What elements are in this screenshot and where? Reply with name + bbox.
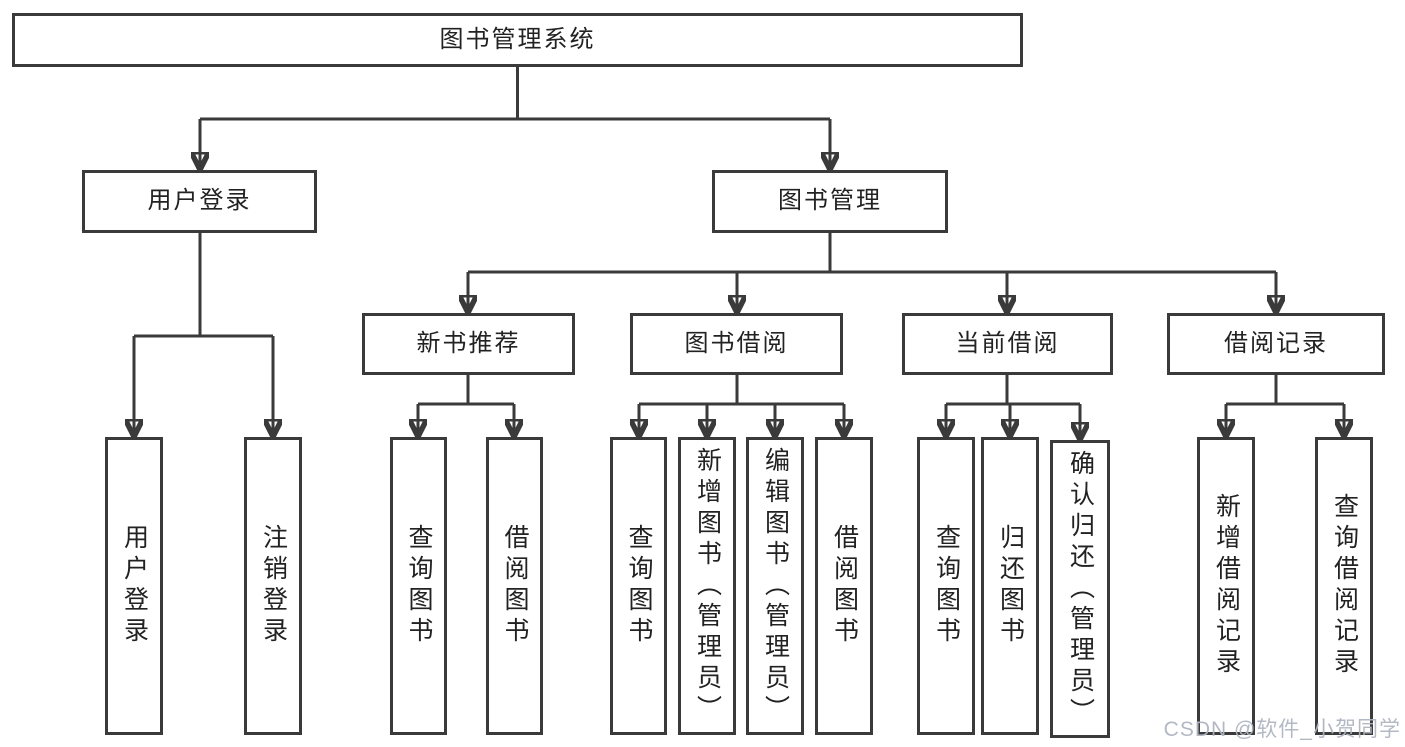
node-label: 借阅图书	[830, 524, 859, 648]
node-borrow-records: 借阅记录	[1167, 313, 1385, 375]
node-label: 当前借阅	[955, 329, 1060, 357]
node-book-borrow: 图书借阅	[630, 313, 843, 375]
leaf-add-book-admin: 新增图书（管理员）	[678, 437, 736, 735]
node-label: 注销登录	[259, 524, 288, 648]
edges-book-management	[468, 233, 1276, 311]
node-label: 用户登录	[147, 187, 252, 215]
node-label: 查询图书	[625, 524, 653, 648]
leaf-query-borrow-record: 查询借阅记录	[1315, 437, 1373, 735]
leaf-query-books-borrow: 查询图书	[610, 437, 667, 735]
node-label: 确认归还（管理员）	[1066, 449, 1095, 729]
leaf-query-books-recommend: 查询图书	[390, 437, 447, 735]
node-label: 借阅图书	[501, 524, 529, 648]
node-label: 图书管理系统	[439, 25, 596, 53]
leaf-edit-book-admin: 编辑图书（管理员）	[746, 437, 804, 735]
node-label: 新增图书（管理员）	[693, 446, 722, 726]
node-label: 图书借阅	[684, 329, 789, 357]
leaf-add-borrow-record: 新增借阅记录	[1197, 437, 1255, 735]
node-label: 查询借阅记录	[1330, 493, 1359, 679]
leaf-return-books: 归还图书	[981, 437, 1039, 735]
node-current-borrow: 当前借阅	[902, 313, 1113, 375]
node-label: 图书管理	[778, 187, 882, 215]
leaf-user-login: 用户登录	[105, 437, 163, 735]
node-library-system: 图书管理系统	[12, 13, 1023, 67]
node-label: 归还图书	[996, 524, 1025, 648]
edges-user-login-group	[134, 233, 273, 435]
leaf-confirm-return-admin: 确认归还（管理员）	[1050, 440, 1110, 738]
edges-new-book-recommend	[418, 375, 514, 435]
leaf-query-books-current: 查询图书	[917, 437, 975, 735]
edges-book-borrow	[639, 375, 844, 435]
node-label: 用户登录	[120, 524, 149, 648]
node-new-book-recommend: 新书推荐	[362, 313, 575, 375]
node-user-login: 用户登录	[82, 170, 317, 233]
node-book-management: 图书管理	[712, 170, 948, 233]
edges-borrow-records	[1226, 375, 1344, 435]
node-label: 新书推荐	[416, 329, 521, 357]
leaf-borrow-books-recommend: 借阅图书	[486, 437, 543, 735]
node-label: 新增借阅记录	[1212, 493, 1241, 679]
csdn-watermark: CSDN @软件_小贺同学	[1163, 718, 1401, 741]
edges-current-borrow	[946, 375, 1080, 438]
node-label: 查询图书	[932, 524, 961, 648]
edges-root	[200, 67, 830, 168]
node-label: 编辑图书（管理员）	[761, 446, 790, 726]
node-label: 查询图书	[405, 524, 433, 648]
leaf-logout: 注销登录	[244, 437, 302, 735]
leaf-borrow-books: 借阅图书	[815, 437, 873, 735]
node-label: 借阅记录	[1224, 329, 1328, 357]
